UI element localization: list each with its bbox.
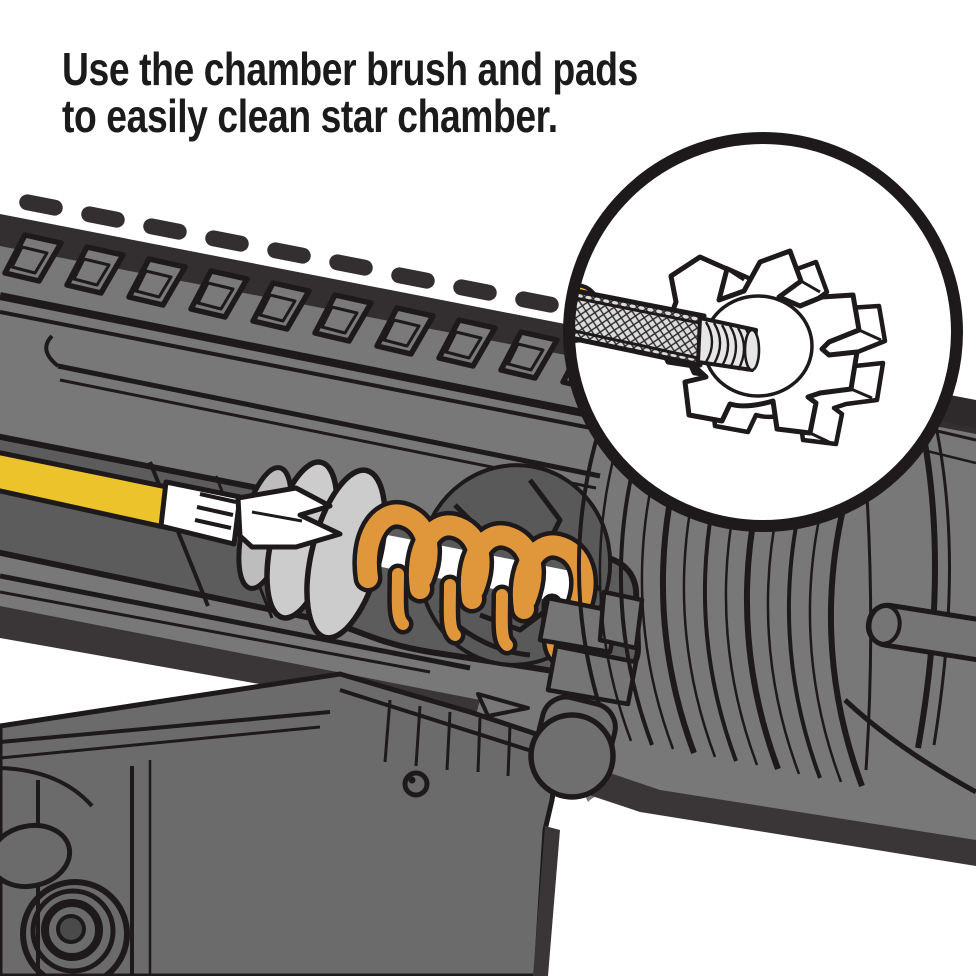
magwell-edge-shadow bbox=[533, 826, 560, 976]
magnifier-rod bbox=[574, 283, 761, 372]
magnifier-ring bbox=[563, 132, 963, 532]
rod-ferrule bbox=[158, 479, 243, 547]
caption: Use the chamber brush and pads to easily… bbox=[62, 46, 638, 140]
lower-deck-lines bbox=[0, 688, 561, 976]
takedown-pin-hole bbox=[402, 770, 430, 798]
handguard-shadow bbox=[560, 756, 976, 866]
lower-receiver bbox=[0, 671, 563, 976]
caption-line-1: Use the chamber brush and pads bbox=[62, 43, 638, 95]
handguard-bar bbox=[865, 602, 976, 663]
lower-receiver-body bbox=[0, 671, 563, 976]
cutaway-ledge-lines bbox=[0, 573, 471, 674]
rod-knurl bbox=[574, 286, 707, 368]
receiver-rear-steps bbox=[537, 589, 645, 707]
caption-line-2: to easily clean star chamber. bbox=[62, 89, 558, 142]
pivot-lug bbox=[0, 822, 73, 890]
pivot-pin bbox=[20, 879, 130, 976]
magnifier-circle bbox=[563, 132, 963, 532]
rod-threads bbox=[696, 316, 761, 372]
hinge-pin bbox=[528, 694, 618, 800]
